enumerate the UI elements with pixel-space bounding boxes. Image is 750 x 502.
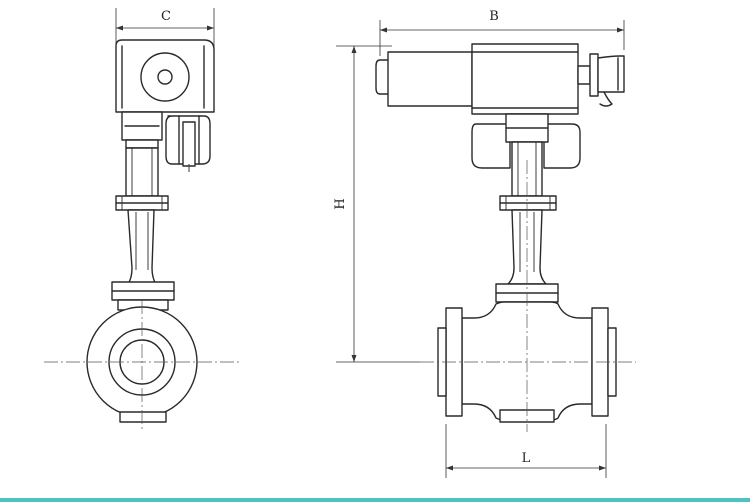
dimension-c: C	[115, 8, 215, 48]
dimension-h-label: H	[333, 198, 348, 209]
dimension-h: H	[333, 45, 420, 363]
dimension-l-label: L	[522, 451, 531, 466]
side-view: C	[44, 8, 240, 432]
side-upper-stem	[125, 147, 159, 197]
side-bonnet-flange	[111, 281, 175, 311]
side-handbox	[165, 115, 211, 172]
side-mid-flange	[115, 195, 169, 211]
side-neck	[121, 111, 163, 149]
front-view: B H L	[333, 9, 636, 478]
front-actuator	[375, 43, 625, 115]
side-lower-stem	[127, 209, 157, 285]
front-yoke	[471, 113, 581, 197]
front-mid-flange	[499, 195, 557, 211]
dimension-b: B	[379, 9, 625, 56]
dimension-l: L	[445, 424, 607, 478]
footer-accent-bar	[0, 498, 750, 502]
side-actuator	[115, 39, 215, 113]
dimension-b-label: B	[489, 9, 499, 24]
dimension-c-label: C	[161, 9, 171, 24]
